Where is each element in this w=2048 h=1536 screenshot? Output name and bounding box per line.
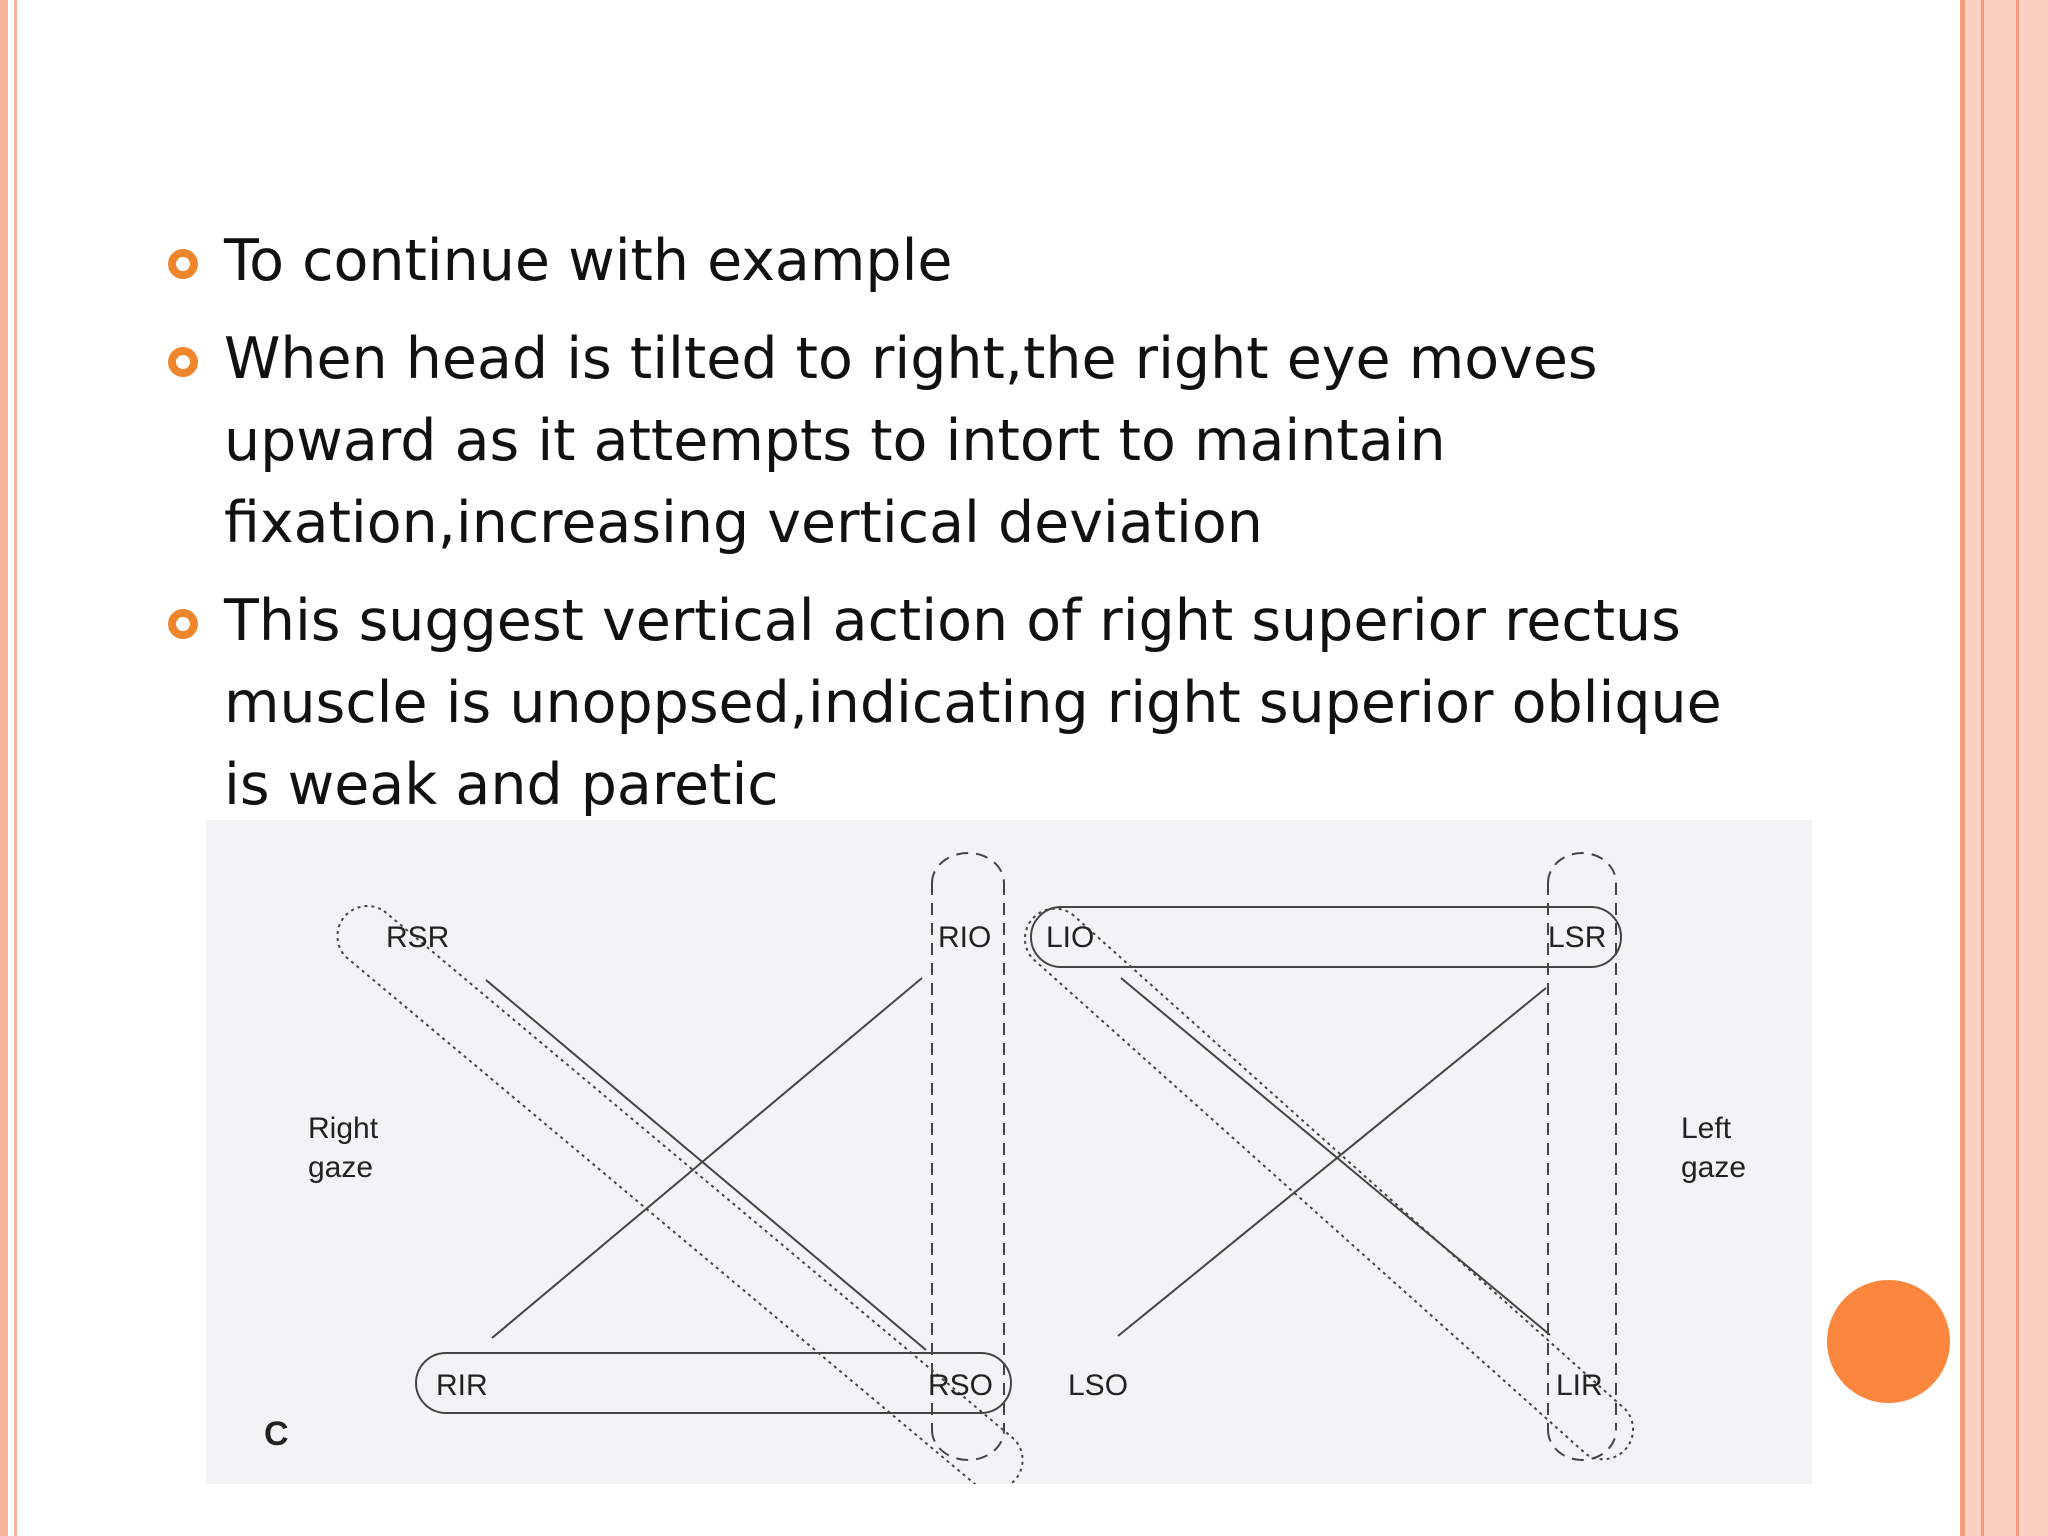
lio-to-lir-line <box>1120 977 1551 1336</box>
muscle-yoke-diagram: RSR RIO LIO LSR RIR RSO LSO LIR Right ga… <box>206 820 1812 1484</box>
label-lso: LSO <box>1068 1369 1128 1402</box>
lio-lsr-capsule <box>1030 906 1622 968</box>
slide-frame-right-line <box>2016 0 2019 1536</box>
slide-frame-right-line <box>1960 0 1965 1536</box>
rir-rso-capsule <box>415 1352 1012 1414</box>
bullet-item: This suggest vertical action of right su… <box>160 580 1780 826</box>
diagram-svg: RSR RIO LIO LSR RIR RSO LSO LIR Right ga… <box>264 852 1746 1484</box>
slide-frame-right <box>1960 0 2048 1536</box>
bullet-text: To continue with example <box>224 228 953 294</box>
bullet-item: To continue with example <box>160 220 1780 302</box>
panel-label: C <box>264 1415 289 1453</box>
lsr-to-lso-line <box>1117 987 1547 1337</box>
label-rir: RIR <box>436 1369 488 1402</box>
rsr-to-rso-line <box>485 979 927 1351</box>
label-rso: RSO <box>928 1369 993 1402</box>
slide-frame-right-line <box>1981 0 1984 1536</box>
label-rio: RIO <box>938 921 991 954</box>
label-lsr: LSR <box>1548 921 1606 954</box>
bullet-text: When head is tilted to right,the right e… <box>224 326 1598 556</box>
slide-frame-left-line <box>14 0 17 1536</box>
label-left-gaze: gaze <box>1681 1151 1746 1184</box>
label-right-gaze: gaze <box>308 1151 373 1184</box>
bullet-text: This suggest vertical action of right su… <box>224 588 1722 818</box>
label-lir: LIR <box>1556 1369 1603 1402</box>
bullet-circle-icon <box>168 249 198 279</box>
label-rsr: RSR <box>386 921 449 954</box>
rio-to-rir-line <box>491 977 923 1339</box>
bullet-item: When head is tilted to right,the right e… <box>160 318 1780 564</box>
bullet-list: To continue with example When head is ti… <box>160 220 1780 842</box>
bullet-circle-icon <box>168 609 198 639</box>
decorative-orange-circle <box>1827 1280 1950 1403</box>
label-left-gaze: Left <box>1681 1112 1732 1145</box>
label-right-gaze: Right <box>308 1112 379 1145</box>
slide-frame-left <box>0 0 8 1536</box>
bullet-circle-icon <box>168 347 198 377</box>
label-lio: LIO <box>1046 921 1094 954</box>
